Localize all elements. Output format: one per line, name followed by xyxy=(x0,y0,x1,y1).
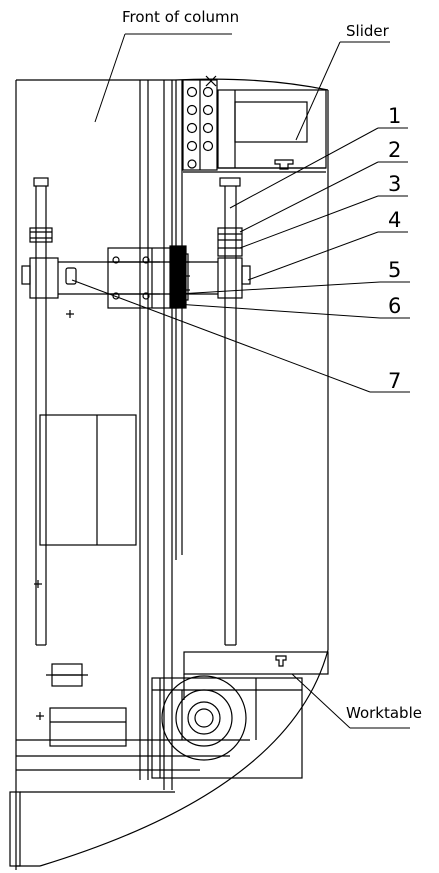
drive-assembly xyxy=(151,675,303,779)
front-of-column-label: Front of column xyxy=(122,8,239,26)
callout-3: 3 xyxy=(388,172,401,196)
cross-beam xyxy=(58,261,218,295)
callout-7: 7 xyxy=(388,369,401,393)
callout-1: 1 xyxy=(388,104,401,128)
callout-6: 6 xyxy=(388,294,401,318)
clamp-block xyxy=(107,245,190,309)
central-rails xyxy=(139,80,183,790)
left-screw-rod xyxy=(21,177,59,646)
cover-panel xyxy=(39,414,137,546)
lower-left-features xyxy=(34,310,127,747)
callout-4: 4 xyxy=(388,208,401,232)
callout-2: 2 xyxy=(388,138,401,162)
leader-lines xyxy=(71,33,410,729)
slider-block xyxy=(217,89,327,170)
worktable-label: Worktable xyxy=(346,704,422,722)
callout-5: 5 xyxy=(388,258,401,282)
bolt-strip xyxy=(182,75,218,171)
column-body xyxy=(15,78,329,870)
base-plates xyxy=(9,739,250,867)
slider-label: Slider xyxy=(346,22,390,40)
right-screw-rod xyxy=(217,177,251,646)
